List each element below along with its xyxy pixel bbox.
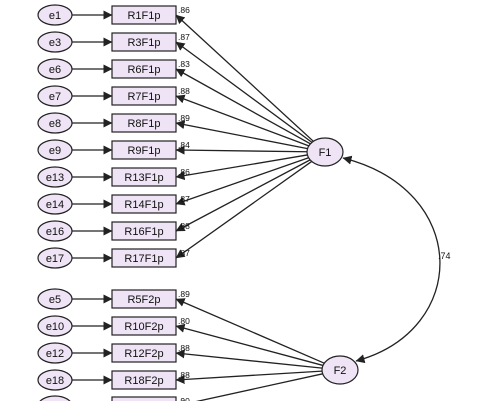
loading-path-arrow <box>175 157 309 206</box>
observed-item-box[interactable] <box>111 343 177 363</box>
observed-item-box[interactable] <box>111 316 177 336</box>
error-term-label: e3 <box>49 37 61 49</box>
error-term[interactable] <box>37 315 73 337</box>
observed-item-box[interactable] <box>111 167 177 187</box>
loading-value: .88 <box>178 221 190 231</box>
loading-path-arrow <box>175 154 308 181</box>
error-term-label: e6 <box>49 64 61 76</box>
error-term[interactable] <box>37 139 73 161</box>
observed-item-box[interactable] <box>111 113 177 133</box>
loading-value: .87 <box>178 32 190 42</box>
error-term[interactable] <box>37 369 73 391</box>
loading-value: .89 <box>178 113 190 123</box>
observed-item-label: R17F1p <box>124 253 163 265</box>
observed-item-label: R16F1p <box>124 226 163 238</box>
observed-item-label: R13F1p <box>124 172 163 184</box>
error-term-label: e1 <box>49 10 61 22</box>
loading-path-arrow <box>175 94 310 147</box>
error-term-label: e5 <box>49 294 61 306</box>
observed-item-label: R10F2p <box>124 321 163 333</box>
error-term[interactable] <box>37 85 73 107</box>
error-term-label: e16 <box>46 226 64 238</box>
loading-value: .90 <box>178 396 190 401</box>
loading-path-arrow <box>175 159 311 232</box>
loading-value: .88 <box>178 86 190 96</box>
observed-item-box[interactable] <box>111 221 177 241</box>
observed-item-box[interactable] <box>111 59 177 79</box>
loading-value: .87 <box>178 194 190 204</box>
observed-item-label: R9F1p <box>127 145 160 157</box>
observed-item-label: R6F1p <box>127 64 160 76</box>
loading-value: .89 <box>178 289 190 299</box>
observed-item-box[interactable] <box>111 140 177 160</box>
observed-item-box[interactable] <box>111 370 177 390</box>
error-term-label: e18 <box>46 375 64 387</box>
loading-value: .86 <box>178 5 190 15</box>
loading-value: .88 <box>178 343 190 353</box>
observed-item-label: R7F1p <box>127 91 160 103</box>
error-term[interactable] <box>37 166 73 188</box>
loading-value: .83 <box>178 59 190 69</box>
loading-path-arrow <box>175 120 308 150</box>
loading-path-arrow <box>175 68 311 145</box>
loading-path-arrow <box>175 323 324 367</box>
error-term-label: e17 <box>46 253 64 265</box>
loading-path-arrow <box>175 14 314 142</box>
latent-factor-label: F2 <box>334 365 347 377</box>
error-term[interactable] <box>37 342 73 364</box>
correlation-value: .74 <box>438 251 451 261</box>
loading-value: .88 <box>178 370 190 380</box>
observed-item-box[interactable] <box>111 396 177 401</box>
observed-item-box[interactable] <box>111 5 177 25</box>
loading-value: .80 <box>178 316 190 326</box>
loading-path-arrow <box>175 349 323 369</box>
error-term[interactable] <box>37 288 73 310</box>
observed-item-label: R3F1p <box>127 37 160 49</box>
loading-path-arrow <box>175 160 313 259</box>
observed-item-label: R12F2p <box>124 348 163 360</box>
error-term-label: e9 <box>49 145 61 157</box>
error-term-label: e14 <box>46 199 64 211</box>
latent-factor-f1[interactable] <box>306 137 344 167</box>
covariance-arc <box>342 155 441 364</box>
observed-item-box[interactable] <box>111 86 177 106</box>
observed-item-label: R1F1p <box>127 10 160 22</box>
observed-item-box[interactable] <box>111 32 177 52</box>
loading-path-arrow <box>175 41 313 143</box>
observed-item-label: R8F1p <box>127 118 160 130</box>
error-term[interactable] <box>37 4 73 26</box>
loading-value: .86 <box>178 167 190 177</box>
observed-item-label: R5F2p <box>127 294 160 306</box>
observed-item-box[interactable] <box>111 194 177 214</box>
error-term[interactable] <box>38 395 72 401</box>
error-term-label: e13 <box>46 172 64 184</box>
loading-path-arrow <box>175 370 323 384</box>
error-term[interactable] <box>37 112 73 134</box>
error-term-label: e8 <box>49 118 61 130</box>
error-term[interactable] <box>37 247 73 269</box>
latent-factor-label: F1 <box>319 147 332 159</box>
error-term[interactable] <box>37 220 73 242</box>
observed-item-box[interactable] <box>111 248 177 268</box>
error-term-label: e12 <box>46 348 64 360</box>
observed-item-label: R14F1p <box>124 199 163 211</box>
loading-value: .87 <box>178 248 190 258</box>
loading-path-arrow <box>175 373 323 401</box>
error-term-label: e10 <box>46 321 64 333</box>
loading-path-arrow <box>175 145 308 155</box>
latent-factor-f2[interactable] <box>321 355 359 385</box>
error-term-label: e7 <box>49 91 61 103</box>
observed-item-box[interactable] <box>111 289 177 309</box>
loading-path-arrow <box>175 298 325 364</box>
loading-value: .84 <box>178 140 190 150</box>
observed-item-label: R18F2p <box>124 375 163 387</box>
error-term[interactable] <box>37 31 73 53</box>
error-term[interactable] <box>37 58 73 80</box>
error-term[interactable] <box>37 193 73 215</box>
